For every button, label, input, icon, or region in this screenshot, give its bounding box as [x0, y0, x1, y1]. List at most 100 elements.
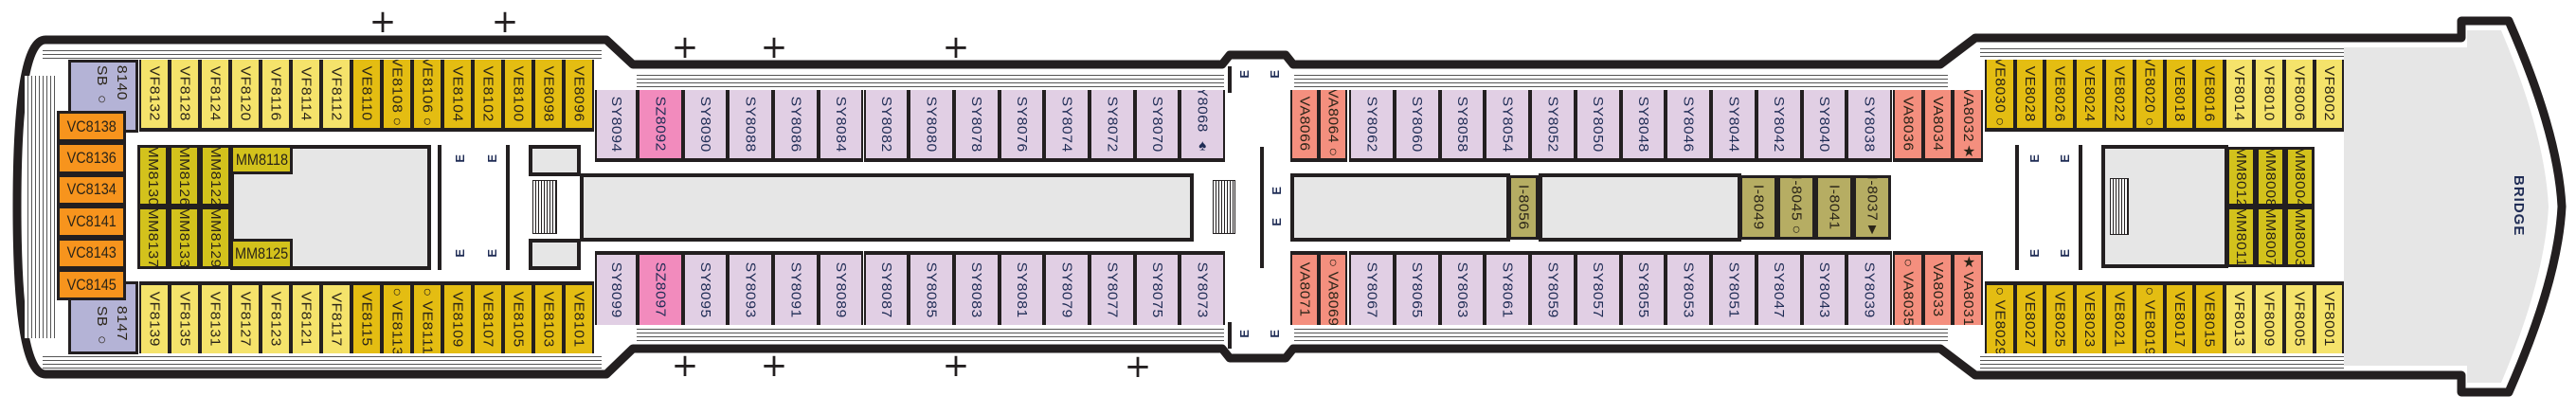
cabin-sy8087[interactable]: SY8087: [863, 251, 910, 325]
cabin-va8064[interactable]: VA8064○: [1319, 90, 1347, 162]
cabin-mm8129[interactable]: MM8129: [200, 207, 231, 269]
cabin-va8033[interactable]: VA8033: [1922, 251, 1954, 325]
cabin-i-8049[interactable]: I-8049: [1739, 175, 1777, 240]
cabin-ve8107[interactable]: VE8107: [473, 281, 503, 353]
cabin-sy8079[interactable]: SY8079: [1044, 251, 1090, 325]
cabin-vf8135[interactable]: VF8135: [170, 281, 200, 353]
cabin-vc8143[interactable]: VC8143: [57, 237, 126, 269]
cabin-ve8105[interactable]: VE8105: [503, 281, 533, 353]
cabin-ve8018[interactable]: VE8018: [2164, 60, 2195, 132]
cabin-ve8020[interactable]: VE8020○: [2135, 60, 2165, 132]
cabin-sy8093[interactable]: SY8093: [728, 251, 774, 325]
cabin-ve8015[interactable]: VE8015: [2194, 281, 2225, 353]
cabin-sy8099[interactable]: SY8099: [595, 251, 638, 325]
cabin-sy8094[interactable]: SY8094: [595, 90, 638, 162]
cabin-sy8073[interactable]: SY8073: [1180, 251, 1226, 325]
cabin-sy8078[interactable]: SY8078: [953, 90, 1000, 162]
cabin-i-8056[interactable]: I-8056: [1508, 175, 1539, 240]
cabin-sy8067[interactable]: SY8067: [1349, 251, 1395, 325]
cabin-sy8084[interactable]: SY8084: [818, 90, 864, 162]
cabin-va8034[interactable]: VA8034: [1922, 90, 1954, 162]
cabin-sy8088[interactable]: SY8088: [728, 90, 774, 162]
cabin-sy8063[interactable]: SY8063: [1439, 251, 1486, 325]
cabin-vf8117[interactable]: VF8117: [321, 281, 351, 353]
cabin-ve8110[interactable]: VE8110: [351, 60, 382, 132]
cabin-ve8113[interactable]: ○VE8113: [382, 281, 412, 353]
cabin-sz8092[interactable]: SZ8092: [638, 90, 683, 162]
cabin-sy8081[interactable]: SY8081: [999, 251, 1045, 325]
cabin-sy8065[interactable]: SY8065: [1394, 251, 1440, 325]
cabin-sy8050[interactable]: SY8050: [1575, 90, 1621, 162]
cabin-sy8040[interactable]: SY8040: [1801, 90, 1847, 162]
cabin-mm8137[interactable]: MM8137: [137, 207, 169, 269]
cabin-ve8024[interactable]: VE8024: [2074, 60, 2105, 132]
cabin-i-8037[interactable]: I-8037▼: [1853, 175, 1891, 240]
cabin-sy8082[interactable]: SY8082: [863, 90, 910, 162]
cabin-ve8019[interactable]: ○VE8019: [2135, 281, 2165, 353]
cabin-mm8126[interactable]: MM8126: [169, 145, 200, 207]
cabin-va8032[interactable]: VA8032★: [1953, 90, 1984, 162]
cabin-sy8053[interactable]: SY8053: [1666, 251, 1711, 325]
cabin-ve8025[interactable]: VE8025: [2045, 281, 2075, 353]
cabin-mm8118[interactable]: MM8118: [230, 145, 293, 174]
cabin-mm8011[interactable]: MM8011: [2226, 207, 2256, 267]
cabin-vf8013[interactable]: VF8013: [2224, 281, 2255, 353]
cabin-sy8039[interactable]: SY8039: [1846, 251, 1892, 325]
cabin-vc8141[interactable]: VC8141: [57, 206, 126, 238]
cabin-mm8133[interactable]: MM8133: [169, 207, 200, 269]
cabin-sy8070[interactable]: SY8070: [1134, 90, 1180, 162]
cabin-sy8089[interactable]: SY8089: [818, 251, 864, 325]
cabin-vc8136[interactable]: VC8136: [57, 142, 126, 174]
cabin-vf8014[interactable]: VF8014: [2224, 60, 2255, 132]
cabin-sy8048[interactable]: SY8048: [1620, 90, 1666, 162]
cabin-va8071[interactable]: VA8071: [1290, 251, 1319, 325]
cabin-ve8029[interactable]: ○VE8029: [1985, 281, 2015, 353]
cabin-ve8023[interactable]: VE8023: [2074, 281, 2105, 353]
cabin-sy8080[interactable]: SY8080: [909, 90, 954, 162]
cabin-ve8102[interactable]: VE8102: [473, 60, 503, 132]
cabin-sy8060[interactable]: SY8060: [1394, 90, 1440, 162]
cabin-ve8026[interactable]: VE8026: [2045, 60, 2075, 132]
cabin-vf8121[interactable]: VF8121: [291, 281, 321, 353]
cabin-ve8108[interactable]: VE8108○: [382, 60, 412, 132]
cabin-sy8054[interactable]: SY8054: [1485, 90, 1530, 162]
cabin-sy8061[interactable]: SY8061: [1485, 251, 1530, 325]
cabin-va8035[interactable]: ○VA8035: [1893, 251, 1923, 325]
cabin-i-8041[interactable]: I-8041: [1815, 175, 1853, 240]
cabin-vf8131[interactable]: VF8131: [200, 281, 230, 353]
cabin-ve8017[interactable]: VE8017: [2164, 281, 2195, 353]
cabin-vf8116[interactable]: VF8116: [261, 60, 291, 132]
cabin-sy8042[interactable]: SY8042: [1756, 90, 1802, 162]
cabin-mm8125[interactable]: MM8125: [230, 239, 293, 269]
cabin-sy8076[interactable]: SY8076: [999, 90, 1045, 162]
cabin-ve8103[interactable]: VE8103: [533, 281, 564, 353]
cabin-ve8109[interactable]: VE8109: [442, 281, 473, 353]
cabin-mm8122[interactable]: MM8122: [200, 145, 231, 207]
cabin-ve8016[interactable]: VE8016: [2194, 60, 2225, 132]
cabin-vc8145[interactable]: VC8145: [57, 269, 126, 301]
cabin-ve8096[interactable]: VE8096: [564, 60, 594, 132]
cabin-mm8007[interactable]: MM8007: [2256, 207, 2285, 267]
cabin-i-8045[interactable]: I-8045○: [1777, 175, 1815, 240]
cabin-sy8055[interactable]: SY8055: [1620, 251, 1666, 325]
cabin-mm8130[interactable]: MM8130: [137, 145, 169, 207]
cabin-sy8058[interactable]: SY8058: [1439, 90, 1486, 162]
cabin-va8036[interactable]: VA8036: [1893, 90, 1923, 162]
cabin-sy8095[interactable]: SY8095: [682, 251, 729, 325]
cabin-ve8101[interactable]: VE8101: [564, 281, 594, 353]
cabin-vf8112[interactable]: VF8112: [321, 60, 351, 132]
cabin-sy8046[interactable]: SY8046: [1666, 90, 1711, 162]
cabin-sy8051[interactable]: SY8051: [1711, 251, 1756, 325]
cabin-vf8120[interactable]: VF8120: [230, 60, 261, 132]
cabin-mm8012[interactable]: MM8012: [2226, 147, 2256, 207]
cabin-ve8115[interactable]: VE8115: [351, 281, 382, 353]
cabin-ve8100[interactable]: VE8100: [503, 60, 533, 132]
cabin-sz8097[interactable]: SZ8097: [638, 251, 683, 325]
cabin-vf8139[interactable]: VF8139: [139, 281, 170, 353]
cabin-ve8106[interactable]: VE8106○: [412, 60, 442, 132]
cabin-sy8043[interactable]: SY8043: [1801, 251, 1847, 325]
cabin-mm8004[interactable]: MM8004: [2285, 147, 2315, 207]
cabin-vf8009[interactable]: VF8009: [2254, 281, 2284, 353]
cabin-sy8086[interactable]: SY8086: [773, 90, 819, 162]
cabin-sy8091[interactable]: SY8091: [773, 251, 819, 325]
